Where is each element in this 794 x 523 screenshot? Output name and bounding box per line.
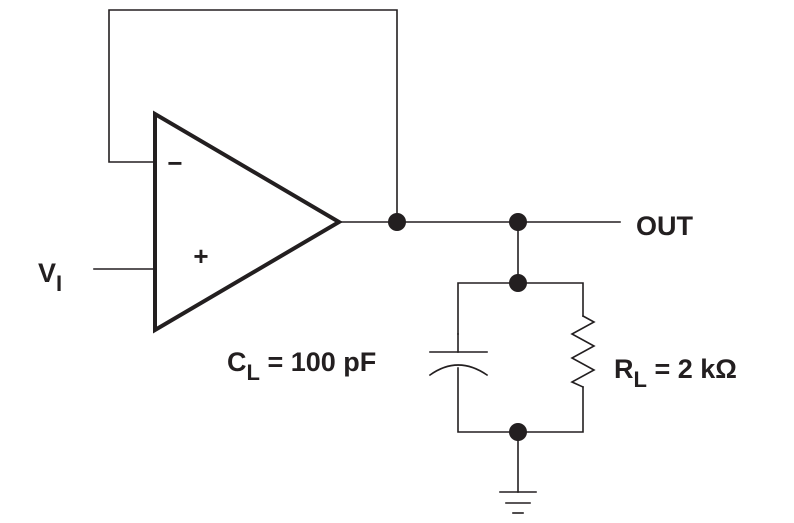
junction-dot-output: [509, 213, 527, 231]
resistor-label: RL = 2 kΩ: [614, 354, 737, 392]
op-amp-icon: [153, 110, 343, 334]
input-label-sub: I: [56, 271, 62, 296]
capacitor-label-main: C: [227, 347, 247, 377]
resistor-label-value: = 2 kΩ: [647, 354, 737, 384]
capacitor-icon: [428, 333, 489, 377]
resistor-icon: [570, 314, 596, 389]
inverting-input-sign: −: [167, 148, 182, 178]
junction-dot-load-bottom: [509, 423, 527, 441]
capacitor-label-sub: L: [247, 360, 260, 385]
feedback-wire: [108, 9, 398, 223]
input-label-main: V: [38, 258, 56, 288]
junction-dot-load-top: [509, 274, 527, 292]
ground-icon: [499, 491, 537, 514]
output-label: OUT: [636, 211, 694, 241]
load-network: [457, 221, 584, 493]
input-label: VI: [38, 258, 62, 296]
resistor-label-main: R: [614, 354, 634, 384]
junction-dot-feedback: [388, 213, 406, 231]
capacitor-label: CL = 100 pF: [227, 347, 376, 385]
capacitor-label-value: = 100 pF: [260, 347, 376, 377]
resistor-label-sub: L: [634, 367, 647, 392]
non-inverting-input-sign: +: [193, 241, 208, 271]
